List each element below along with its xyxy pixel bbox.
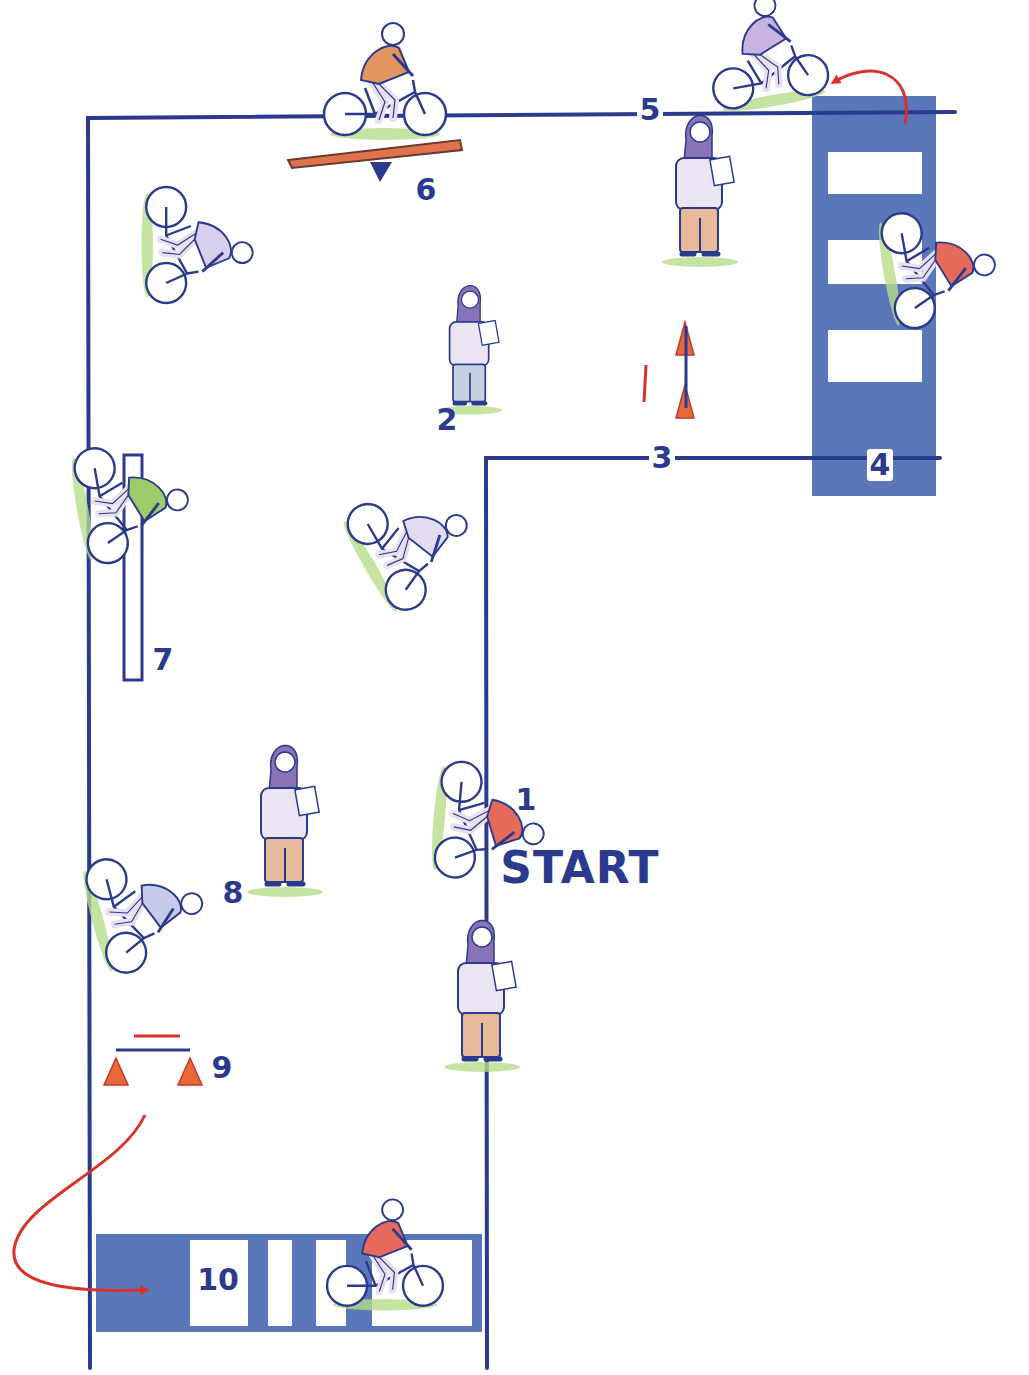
ground-patch bbox=[444, 1062, 520, 1072]
cyclist-figure bbox=[142, 187, 253, 303]
pants bbox=[453, 364, 485, 401]
bike-wheel bbox=[102, 928, 151, 977]
head bbox=[472, 927, 492, 947]
rider-head bbox=[382, 23, 404, 45]
bike-wheel bbox=[82, 855, 131, 904]
rider-head bbox=[753, 0, 777, 18]
rider-arm bbox=[153, 909, 178, 933]
route-arrow bbox=[834, 71, 906, 124]
cyclist-figure bbox=[699, 0, 832, 116]
rider-body bbox=[138, 877, 185, 930]
rider-legs bbox=[452, 806, 492, 832]
callout-number: 7 bbox=[150, 644, 177, 676]
leg-split bbox=[469, 373, 471, 402]
leg-split bbox=[284, 848, 286, 882]
crosswalk-bottom bbox=[96, 1234, 482, 1332]
instructor-figure bbox=[662, 115, 738, 267]
pants bbox=[680, 208, 718, 252]
course-outline-inner bbox=[486, 458, 940, 1368]
cyclist-figure bbox=[324, 23, 446, 140]
rider-legs-outline bbox=[161, 232, 199, 255]
rider-body bbox=[400, 505, 454, 563]
rider-head bbox=[442, 511, 471, 540]
rider-body bbox=[737, 14, 788, 58]
course-outline bbox=[88, 112, 955, 1368]
rider-legs bbox=[161, 232, 199, 255]
start-label: START bbox=[497, 845, 662, 891]
feet bbox=[267, 882, 303, 887]
pants bbox=[462, 1013, 500, 1057]
callout-number: 9 bbox=[209, 1052, 236, 1084]
rider-arm bbox=[393, 54, 413, 76]
hair bbox=[684, 115, 712, 164]
ground-patch bbox=[247, 887, 323, 897]
instructor-figure bbox=[247, 745, 323, 897]
rider-head bbox=[165, 488, 189, 512]
bike-wheel bbox=[433, 836, 476, 879]
clipboard bbox=[478, 320, 499, 345]
callout-number: 8 bbox=[220, 877, 247, 909]
cone-pole bbox=[685, 326, 688, 408]
ground-patch bbox=[662, 257, 738, 267]
rider-arm bbox=[768, 21, 790, 45]
red-mark bbox=[134, 1035, 180, 1038]
callout-number: 5 bbox=[637, 94, 664, 126]
bike-wheel bbox=[146, 263, 186, 303]
rider-head bbox=[972, 253, 996, 277]
cyclist-figure bbox=[67, 434, 197, 567]
hair bbox=[456, 286, 480, 327]
cyclist-figure bbox=[327, 1199, 443, 1310]
callout-number: 2 bbox=[434, 404, 461, 436]
callout-number: 10 bbox=[194, 1264, 242, 1296]
rider-arm bbox=[422, 535, 450, 562]
clipboard bbox=[710, 156, 734, 185]
head bbox=[690, 122, 710, 142]
rider-legs bbox=[372, 1254, 395, 1292]
bike-wheel bbox=[403, 1266, 443, 1306]
cones bbox=[104, 322, 694, 1085]
clipboard bbox=[295, 786, 319, 815]
cyclist-figure bbox=[874, 199, 1004, 332]
leg-split bbox=[481, 1023, 483, 1057]
rider-arm bbox=[138, 503, 162, 525]
cyclist-figure bbox=[77, 838, 214, 979]
rider-legs bbox=[371, 80, 395, 120]
clipboard bbox=[492, 961, 516, 990]
rider-arm bbox=[393, 1229, 412, 1250]
callout-number: 4 bbox=[867, 449, 894, 481]
rider-head bbox=[232, 242, 253, 263]
leg-split bbox=[699, 218, 701, 252]
rider-body bbox=[932, 237, 976, 288]
feet bbox=[455, 401, 486, 405]
rider-legs-outline bbox=[452, 806, 492, 832]
red-mark bbox=[644, 365, 646, 402]
head bbox=[275, 752, 295, 772]
instructor-figure bbox=[438, 286, 503, 415]
callout-number: 6 bbox=[413, 174, 440, 206]
feet bbox=[464, 1057, 500, 1062]
route-arrow bbox=[14, 1115, 146, 1291]
cone-pole bbox=[116, 1049, 190, 1052]
rider-arm bbox=[202, 253, 223, 272]
feet bbox=[682, 252, 718, 257]
head bbox=[462, 291, 479, 308]
rider-legs-outline bbox=[372, 1254, 395, 1292]
rider-head bbox=[522, 823, 545, 846]
rider-legs-outline bbox=[371, 80, 395, 120]
rider-head bbox=[179, 891, 205, 917]
callout-number: 1 bbox=[513, 784, 540, 816]
rider-head bbox=[382, 1199, 403, 1220]
pants bbox=[265, 838, 303, 882]
instructor-figure bbox=[444, 920, 520, 1072]
rider-body bbox=[125, 472, 169, 523]
callout-number: 3 bbox=[649, 442, 676, 474]
hair bbox=[269, 745, 297, 794]
rider-arm bbox=[945, 268, 969, 290]
cyclist-figure bbox=[336, 463, 490, 619]
hair bbox=[466, 920, 494, 969]
